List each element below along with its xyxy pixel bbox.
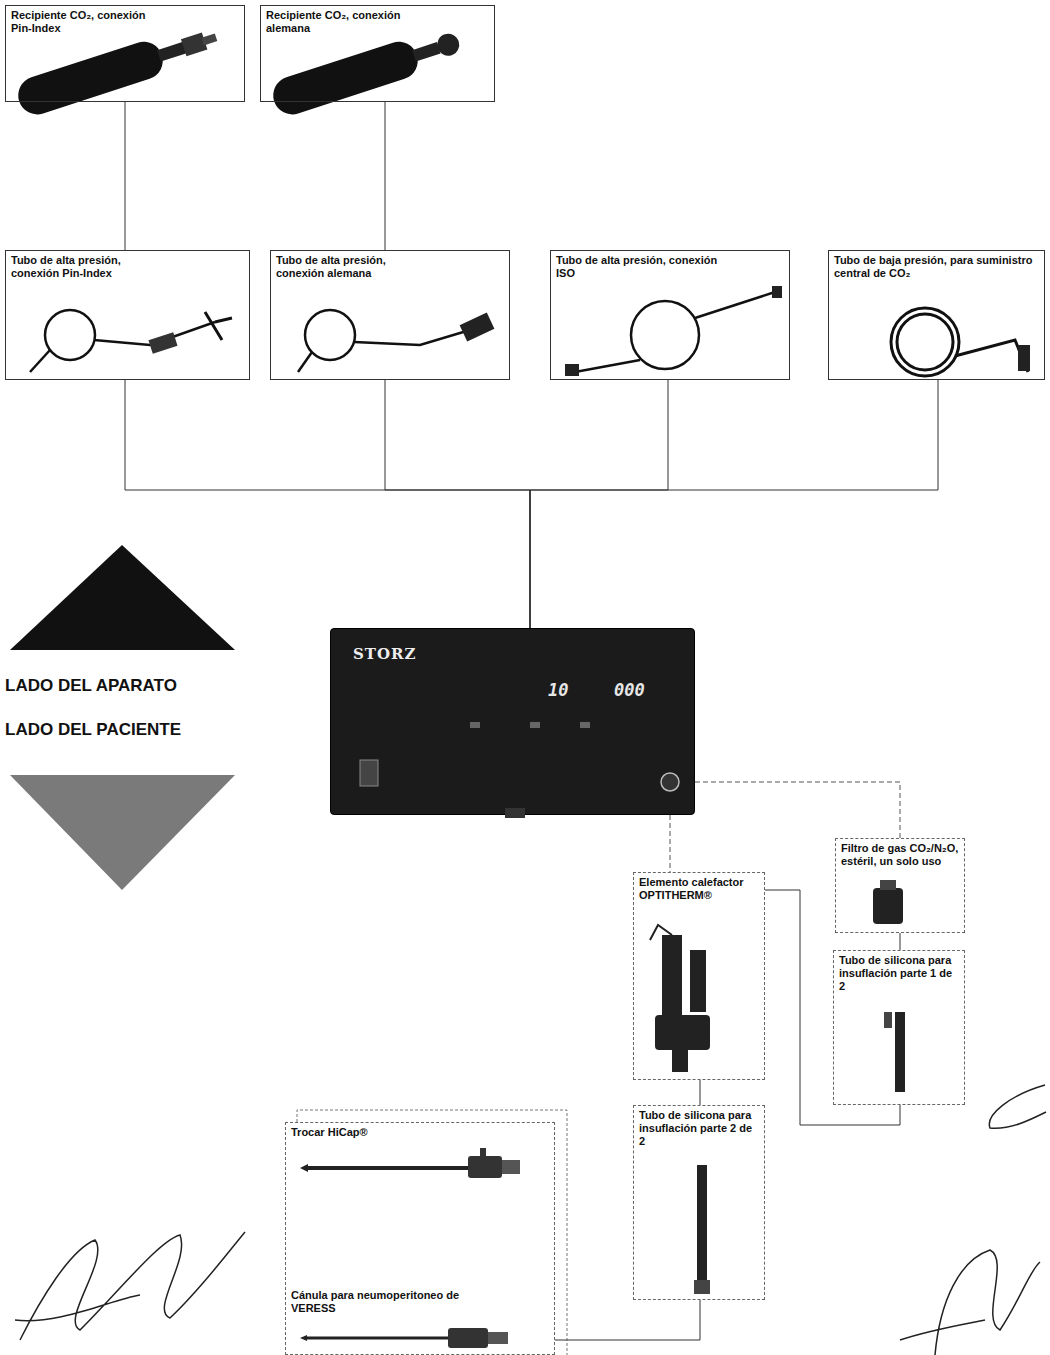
co2-cylinder-box: Recipiente CO₂, conexión alemana — [260, 5, 495, 102]
box-shadow-panel — [297, 1110, 567, 1355]
connector-line — [125, 102, 126, 250]
filter-box: Filtro de gas CO₂/N₂O, estéril, un solo … — [835, 838, 965, 933]
connector-line — [125, 380, 530, 628]
heating-element — [655, 935, 710, 1072]
heating-cable — [650, 925, 672, 940]
device-button — [580, 722, 590, 728]
connector-line — [670, 815, 671, 872]
silicone-tube-box: Tubo de silicona para insuflación parte … — [633, 1105, 765, 1300]
trocar-box: Trocar HiCap® Cánula para neumoperitoneo … — [285, 1122, 555, 1355]
brand-name: STORZ — [353, 645, 672, 663]
tube-connector — [565, 364, 579, 376]
part-title: Tubo de silicona para insuflación parte … — [839, 954, 959, 994]
connector-line — [555, 1300, 700, 1340]
tube-coil — [575, 292, 775, 372]
tube-coil — [891, 308, 1028, 376]
triangle-up — [10, 545, 235, 650]
part-title: Filtro de gas CO₂/N₂O, estéril, un solo … — [841, 842, 959, 868]
part-title: Recipiente CO₂, conexión Pin-Index — [11, 9, 161, 35]
silicone-tube — [697, 1165, 707, 1285]
tube-box: Tubo de baja presión, para suministro ce… — [828, 250, 1045, 380]
part-title: Tubo de baja presión, para suministro ce… — [834, 254, 1034, 280]
co2-cylinder — [13, 19, 222, 119]
display-value: 000 — [614, 680, 645, 700]
heater-box: Elemento calefactor OPTITHERM® — [633, 872, 765, 1080]
connector-line — [695, 782, 900, 838]
silicone-tube — [895, 1012, 905, 1092]
part-title: Tubo de alta presión, conexión ISO — [556, 254, 726, 280]
gas-filter — [873, 888, 903, 924]
device-foot — [505, 808, 525, 818]
tube-connector — [772, 286, 782, 298]
tube-coil — [298, 310, 470, 372]
silicone-tube — [884, 1012, 892, 1028]
part-title: Tubo de alta presión, conexión Pin-Index — [11, 254, 171, 280]
signature — [900, 1250, 1040, 1355]
device-button — [470, 722, 480, 728]
part-title: Trocar HiCap® — [291, 1126, 531, 1139]
part-title: Tubo de silicona para insuflación parte … — [639, 1109, 759, 1149]
tube-connector — [460, 313, 495, 342]
trocar — [300, 1148, 520, 1178]
part-title: Recipiente CO₂, conexión alemana — [266, 9, 416, 35]
side-label: LADO DEL PACIENTE — [5, 720, 181, 740]
insufflator-device: STORZ — [330, 628, 695, 815]
connector-line — [530, 380, 938, 628]
signature — [15, 1232, 245, 1340]
connector-line — [385, 102, 386, 250]
gas-filter — [880, 880, 896, 890]
signature — [989, 1085, 1046, 1128]
veress-needle — [300, 1328, 508, 1348]
connector-line — [700, 1080, 701, 1105]
tube-coil — [30, 310, 215, 372]
gas-outlet — [661, 773, 679, 791]
connector-line — [530, 380, 668, 628]
display-value: 10 — [548, 680, 568, 700]
silicone-tube-box: Tubo de silicona para insuflación parte … — [833, 950, 965, 1105]
tube-box: Tubo de alta presión, conexión ISO — [550, 250, 790, 380]
part-title: Elemento calefactor OPTITHERM® — [639, 876, 759, 902]
part-title: Tubo de alta presión, conexión alemana — [276, 254, 436, 280]
silicone-tube — [694, 1280, 710, 1294]
side-label: LADO DEL APARATO — [5, 676, 177, 696]
tube-box: Tubo de alta presión, conexión Pin-Index — [5, 250, 250, 380]
co2-cylinder-box: Recipiente CO₂, conexión Pin-Index — [5, 5, 245, 102]
tube-handle — [205, 312, 232, 340]
part-subtitle: Cánula para neumoperitoneo de VERESS — [291, 1289, 491, 1315]
tube-connector — [1018, 345, 1030, 371]
power-switch — [360, 760, 378, 786]
triangle-down — [10, 775, 235, 890]
tube-box: Tubo de alta presión, conexión alemana — [270, 250, 510, 380]
connector-line — [900, 933, 901, 950]
co2-cylinder — [268, 23, 464, 119]
connector-line — [385, 380, 530, 628]
device-button — [530, 722, 540, 728]
tube-connector — [148, 332, 177, 353]
